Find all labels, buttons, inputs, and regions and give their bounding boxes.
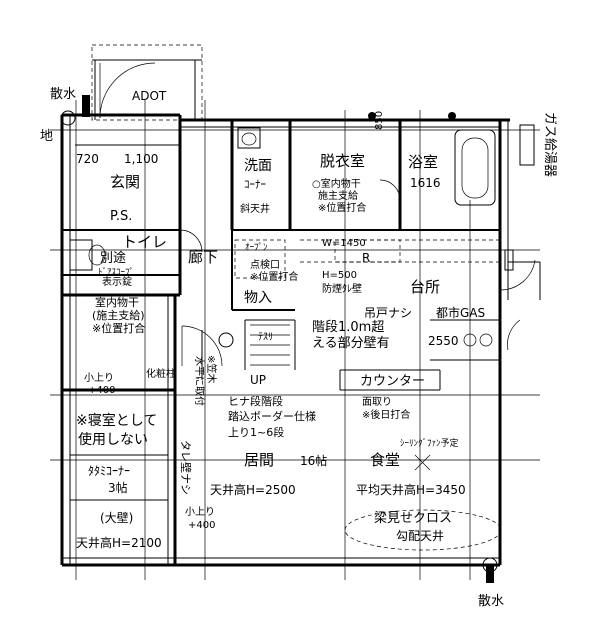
tatami-label: ﾀﾀﾐｺｰﾅｰ (88, 464, 130, 478)
genkan-label: 玄関 (110, 173, 140, 191)
dining-label: 食堂 (370, 451, 400, 469)
dry2-line3: ※位置打合 (318, 201, 366, 214)
ground-label: 地 (40, 129, 53, 144)
handrail-label: ﾃｽﾘ (258, 332, 273, 343)
plus400-b: +400 (188, 520, 215, 531)
tarekabe-label: タレ壁ナシ (179, 440, 193, 495)
betto-label: 別途 (100, 250, 126, 266)
dim-850: 850 (374, 111, 385, 130)
h500-label: H=500 (322, 270, 357, 281)
kokaage2-label: 小上り (185, 506, 215, 518)
dry2-line1: ○室内物干 (312, 177, 361, 190)
kasagi-note: 水平に取付 (193, 356, 206, 406)
bedroom-note1: ※寝室として (76, 412, 157, 429)
dim-720: 720 (76, 152, 99, 166)
w1450-label: W=1450 (322, 238, 366, 249)
bathroom-label: 浴室 (408, 153, 438, 171)
smoke-wall-label: 防煙ﾀﾚ壁 (322, 282, 362, 295)
fixtures (60, 110, 535, 583)
ceiling-2500: 天井高H=2500 (210, 482, 296, 497)
taikabe-label: (大壁) (100, 510, 133, 525)
hina-stair-2: 踏込ボーダー仕様 (228, 409, 316, 423)
washroom-label: 洗面 (244, 158, 272, 174)
chamfer-label: 面取り (362, 396, 392, 408)
beam-cloth-label: 梁見せクロス (374, 511, 452, 526)
living-room-label: 居間 (244, 451, 274, 469)
ps-label: P.S. (110, 209, 132, 224)
stair-wall-note2: える部分壁有 (312, 336, 390, 351)
inspection-label: 点検口 (250, 258, 280, 271)
stair-wall-note1: 階段1.0m超 (312, 320, 384, 335)
tatami-size: 3帖 (108, 480, 128, 495)
room-labels: 散水 地 ADOT 720 1,100 玄関 P.S. トイレ 別途 ﾄﾞｱｽｺ… (40, 87, 557, 609)
dressing-room-label: 脱衣室 (320, 152, 365, 170)
gas-boiler-label: ガス給湯器 (542, 112, 557, 177)
dry2-line2: 施主支給 (318, 189, 358, 202)
washroom-corner: ｺｰﾅｰ (244, 178, 266, 191)
open-label: ｵｰﾌﾟﾝ (245, 242, 268, 253)
no-wall-cabinet-label: 吊戸ナシ (364, 306, 412, 320)
kokaage-label: 小上り (84, 372, 114, 384)
adot-label: ADOT (132, 89, 167, 103)
bedroom-note2: 使用しない (78, 431, 148, 448)
living-room-size: 16帖 (300, 453, 327, 468)
toilet-label: トイレ (122, 233, 167, 251)
grid-lines (50, 100, 540, 580)
ceiling-2100: 天井高H=2100 (76, 535, 162, 550)
hallway-label: 廊下 (188, 248, 218, 266)
hina-stair-1: ヒナ段階段 (228, 394, 283, 408)
kitchen-label: 台所 (410, 278, 440, 296)
sloped-ceiling-outline (344, 509, 502, 551)
up-label: UP (250, 373, 266, 387)
ceiling-fan-label: ｼｰﾘﾝｸﾞﾌｧﾝ予定 (400, 437, 459, 449)
staircase (201, 324, 290, 380)
dry1-line3: ※位置打合 (92, 321, 145, 335)
r-label: R (362, 251, 370, 265)
dry1-line1: 室内物干 (95, 295, 139, 309)
plus400-a: +400 (88, 385, 115, 396)
sloped-ceiling-label: 斜天井 (240, 202, 270, 215)
sansui-bottom-label: 散水 (478, 594, 504, 609)
counter-label: カウンター (360, 374, 425, 389)
toilet-icon (69, 239, 93, 271)
dry1-line2: (施主支給) (92, 308, 145, 322)
city-gas-label: 都市GAS (436, 305, 485, 320)
hina-stair-3: 上り1~6段 (228, 425, 284, 439)
door-scope-label: ﾄﾞｱｽｺｰﾌﾟ (98, 267, 134, 278)
dim-1100: 1,100 (124, 152, 158, 166)
inspection-note: ※位置打合 (250, 270, 298, 283)
bathtub-icon (454, 129, 496, 206)
dim-2550: 2550 (428, 334, 459, 348)
sansui-top-label: 散水 (50, 87, 76, 102)
kesho-label: 化粧柱 (146, 367, 176, 380)
chamfer-note: ※後日打合 (362, 408, 410, 421)
display-lock-label: 表示錠 (102, 275, 132, 288)
storage-label: 物入 (244, 290, 272, 306)
walls (60, 113, 510, 567)
stove-icon (463, 333, 477, 347)
bathroom-size: 1616 (410, 176, 441, 190)
column-marker (368, 112, 376, 120)
porch (82, 44, 203, 121)
slope-ceiling-label: 勾配天井 (396, 529, 444, 543)
kasagi-label: ※笠木 (205, 355, 218, 383)
ceiling-3450: 平均天井高H=3450 (356, 482, 466, 497)
washbasin-icon (237, 127, 261, 149)
